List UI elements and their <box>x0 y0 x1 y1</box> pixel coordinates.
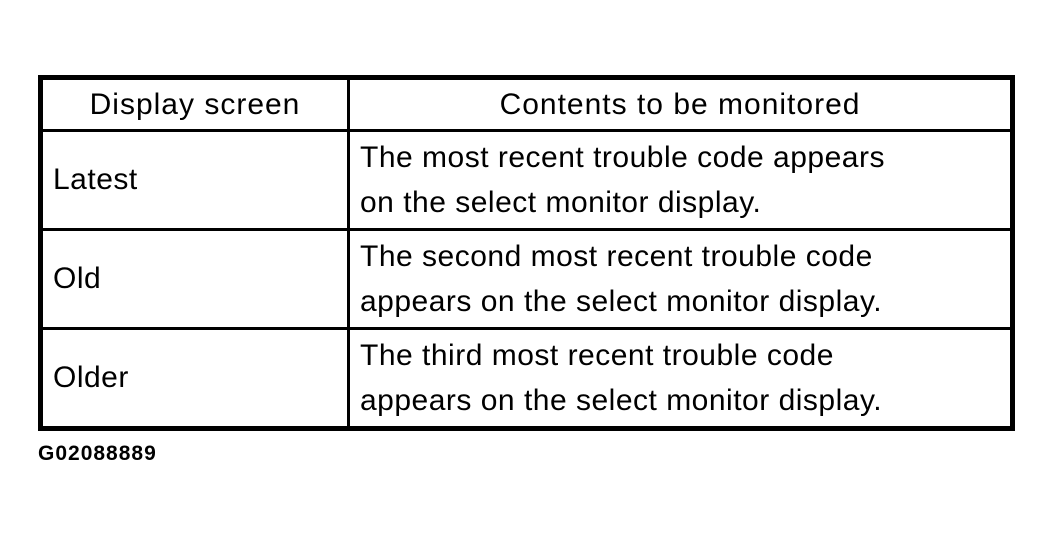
trouble-code-table: Display screen Contents to be monitored … <box>38 75 1015 431</box>
cell-screen-old: Old <box>39 228 350 330</box>
table-row-latest: Latest The most recent trouble code appe… <box>39 129 1014 231</box>
cell-contents-latest: The most recent trouble code appears on … <box>347 129 1014 231</box>
cell-contents-old: The second most recent trouble code appe… <box>347 228 1014 330</box>
contents-line: on the select monitor display. <box>360 186 762 219</box>
contents-line: appears on the select monitor display. <box>360 384 883 417</box>
cell-contents-older: The third most recent trouble code appea… <box>347 327 1014 430</box>
contents-line: appears on the select monitor display. <box>360 285 883 318</box>
table-row-old: Old The second most recent trouble code … <box>39 228 1014 330</box>
header-contents-monitored: Contents to be monitored <box>347 76 1014 132</box>
cell-screen-latest: Latest <box>39 129 350 231</box>
figure-id-label: G02088889 <box>38 442 157 465</box>
cell-screen-older: Older <box>39 327 350 430</box>
table-row-older: Older The third most recent trouble code… <box>39 327 1014 430</box>
table-header-row: Display screen Contents to be monitored <box>39 76 1014 132</box>
contents-line: The most recent trouble code appears <box>360 141 885 174</box>
contents-line: The third most recent trouble code <box>360 339 834 372</box>
contents-line: The second most recent trouble code <box>360 240 873 273</box>
header-display-screen: Display screen <box>39 76 350 132</box>
